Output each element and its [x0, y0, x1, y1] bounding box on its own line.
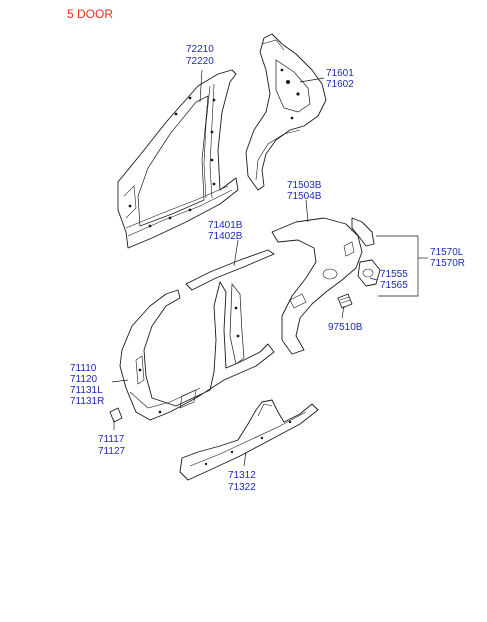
quarter-inner-panel [245, 33, 327, 191]
leader-lines [111, 69, 428, 467]
part-number: 71110 [70, 363, 97, 374]
part-number: 72220 [186, 56, 214, 67]
part-number: 71131L [70, 385, 103, 396]
part-number: 71127 [98, 446, 126, 457]
part-number: 71555 [380, 269, 408, 280]
part-number: 71565 [380, 280, 408, 291]
part-number-callouts: 72210 72220 71601 71602 71503B 71504B 71… [70, 44, 465, 493]
part-number: 71322 [228, 482, 256, 493]
quarter-outer-upper-panel [271, 217, 363, 355]
side-sill-reinforcement [179, 399, 319, 481]
part-number: 71312 [228, 470, 256, 481]
part-number: 71570L [430, 247, 464, 258]
part-number: 71117 [98, 434, 125, 445]
part-number: 71570R [430, 258, 465, 269]
part-number: 71602 [326, 79, 354, 90]
part-number: 71131R [70, 396, 104, 407]
diagram-title: 5 DOOR [67, 7, 113, 21]
part-number: 71120 [70, 374, 98, 385]
center-pillar-inner-panel [117, 69, 239, 249]
part-number: 71601 [326, 68, 354, 79]
part-number: 71504B [287, 191, 322, 202]
side-panel-clip [109, 407, 123, 423]
part-number: 71402B [208, 231, 243, 242]
part-number: 97510B [328, 322, 363, 333]
bracket-small-97510b [337, 293, 353, 309]
part-number: 72210 [186, 44, 214, 55]
roof-rail-reinforcement [185, 249, 275, 291]
part-number: 71401B [208, 220, 243, 231]
part-number: 71503B [287, 180, 322, 191]
side-outer-panel [119, 281, 275, 421]
